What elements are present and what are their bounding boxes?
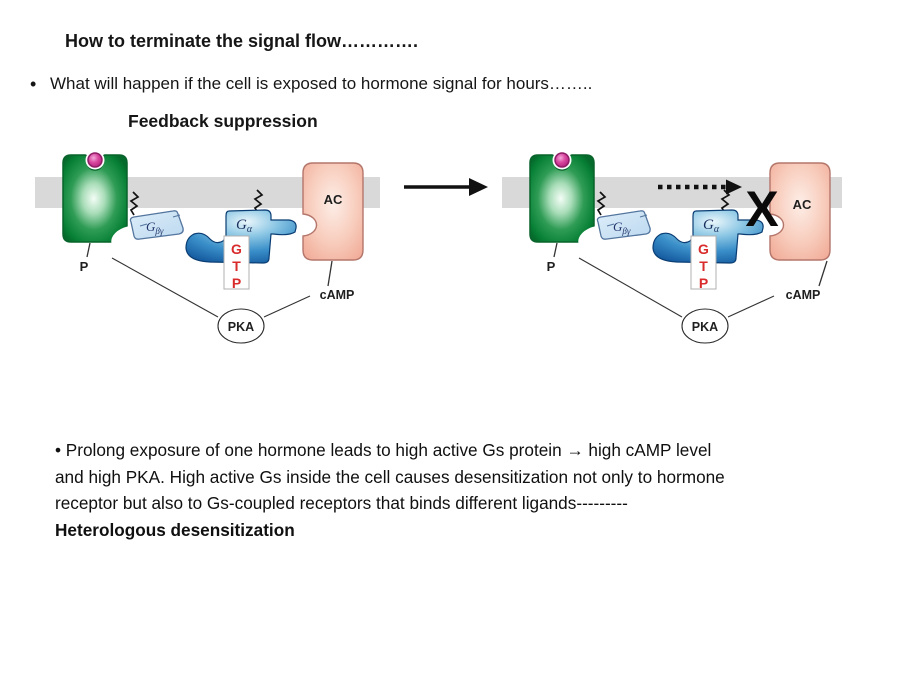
receptor-to-pka-line <box>578 257 683 318</box>
lipid-anchor-zigzag <box>720 189 731 214</box>
ac-to-camp-line <box>327 260 333 287</box>
gtp-letter: P <box>232 275 241 291</box>
pka-to-camp-line <box>727 295 775 318</box>
g-alpha-label: Gα <box>236 217 253 235</box>
pka-label: PKA <box>692 320 718 334</box>
bullet-text: What will happen if the cell is exposed … <box>50 74 593 93</box>
phosphate-line <box>86 242 91 258</box>
pka-node <box>681 308 729 344</box>
phosphate-line <box>553 242 558 258</box>
gtp-letter: T <box>699 258 708 274</box>
left-pathway-diagram: P Gβγ Gα G T P AC cAMP PKA <box>35 150 380 344</box>
lipid-anchor-zigzag <box>253 189 264 214</box>
gtp-letter: G <box>231 241 242 257</box>
hormone-ligand <box>87 152 103 168</box>
g-beta-gamma-subunit <box>129 210 184 240</box>
body-bold-line: Heterologous desensitization <box>55 519 295 540</box>
gtp-box <box>690 235 717 290</box>
ac-label: AC <box>793 197 812 212</box>
body-line: • Prolong exposure of one hormone leads … <box>55 440 712 460</box>
subtitle-feedback-suppression: Feedback suppression <box>128 111 318 131</box>
blocked-x-mark: X <box>745 181 778 237</box>
lipid-anchor-zigzag <box>596 191 607 216</box>
g-beta-gamma-marks <box>139 214 181 227</box>
adenylyl-cyclase <box>302 162 364 261</box>
adenylyl-cyclase <box>769 162 831 261</box>
ac-label: AC <box>324 192 343 207</box>
slide-title: How to terminate the signal flow…………. <box>65 31 419 51</box>
camp-label: cAMP <box>320 288 355 302</box>
g-beta-gamma-label: Gβγ <box>613 219 631 236</box>
ac-to-camp-line <box>818 260 828 287</box>
dotted-arrow-head <box>726 179 742 195</box>
body-line: receptor but also to Gs-coupled receptor… <box>55 493 628 513</box>
pka-to-camp-line <box>263 295 311 318</box>
dotted-translocation-arrow <box>658 179 742 195</box>
transition-arrow <box>404 178 488 196</box>
transition-arrow-head <box>469 178 488 196</box>
pka-node <box>217 308 265 344</box>
g-alpha-label: Gα <box>703 217 720 235</box>
gtp-letter: T <box>232 258 241 274</box>
body-paragraph: • Prolong exposure of one hormone leads … <box>55 437 875 543</box>
pka-label: PKA <box>228 320 254 334</box>
g-beta-gamma-subunit <box>596 210 651 240</box>
camp-label: cAMP <box>786 288 821 302</box>
hormone-ligand <box>554 152 570 168</box>
bullet-marker: • <box>30 74 37 94</box>
g-beta-gamma-marks <box>606 214 648 227</box>
gtp-box <box>223 235 250 290</box>
phosphate-label: P <box>547 259 556 274</box>
bullet-row: • What will happen if the cell is expose… <box>30 74 592 95</box>
right-pathway-diagram: P Gβγ Gα G T P AC cAMP PKA X <box>502 150 842 344</box>
lipid-anchor-zigzag <box>129 191 140 216</box>
body-line: and high PKA. High active Gs inside the … <box>55 466 725 487</box>
gtp-letter: P <box>699 275 708 291</box>
g-beta-gamma-label: Gβγ <box>146 219 164 236</box>
gtp-letter: G <box>698 241 709 257</box>
phosphate-label: P <box>80 259 89 274</box>
receptor-to-pka-line <box>111 257 219 318</box>
